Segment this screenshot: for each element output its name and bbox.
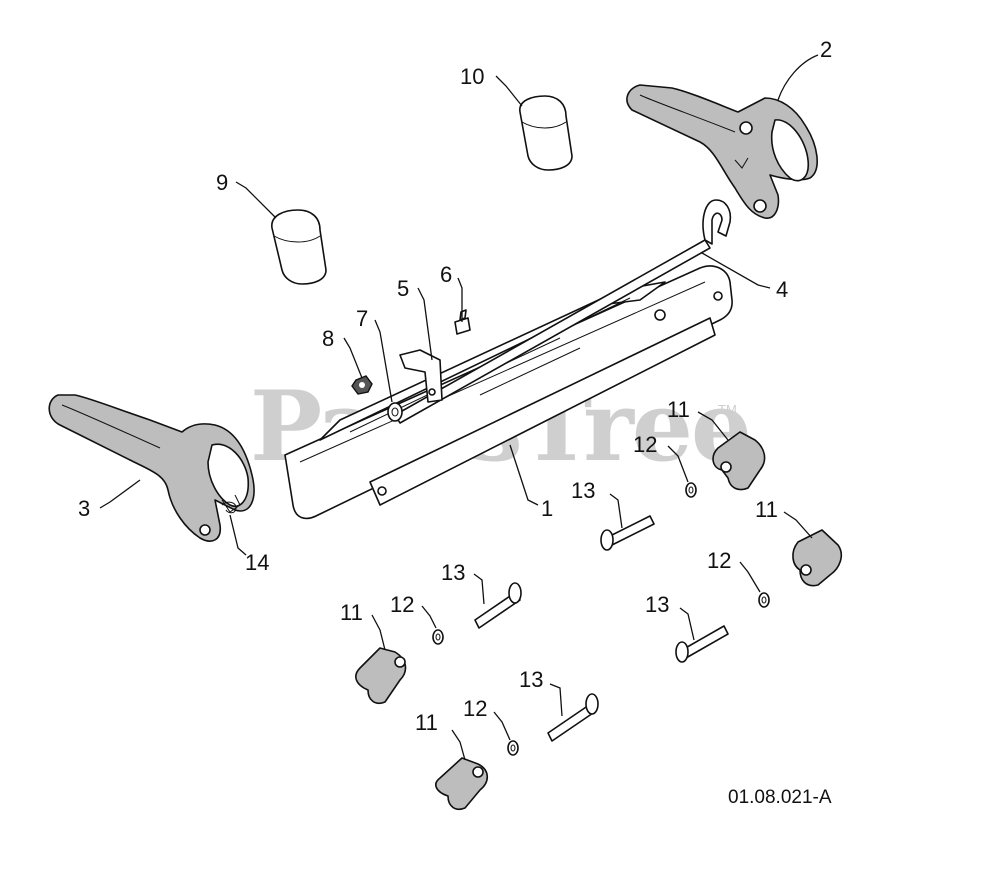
callout-2[interactable]: 2: [820, 37, 832, 62]
part-12-washer-d[interactable]: [507, 740, 519, 756]
callout-6[interactable]: 6: [440, 262, 452, 287]
callout-13-d[interactable]: 13: [519, 667, 543, 692]
part-13-bolt-d[interactable]: [547, 693, 599, 742]
callout-12-b[interactable]: 12: [707, 548, 731, 573]
callout-8[interactable]: 8: [322, 326, 334, 351]
part-6-screw[interactable]: [454, 309, 471, 335]
callout-1[interactable]: 1: [541, 496, 553, 521]
callout-5[interactable]: 5: [397, 276, 409, 301]
callout-9[interactable]: 9: [216, 170, 228, 195]
part-12-washer-b[interactable]: [758, 592, 770, 608]
callout-12-c[interactable]: 12: [390, 592, 414, 617]
part-12-washer-c[interactable]: [432, 629, 444, 645]
diagram-reference-code: 01.08.021-A: [728, 787, 832, 808]
callout-11-d[interactable]: 11: [415, 710, 438, 735]
callout-12-a[interactable]: 12: [633, 432, 657, 457]
callout-3[interactable]: 3: [78, 496, 90, 521]
watermark-tm: TM: [718, 402, 737, 417]
part-11-knob-c[interactable]: [355, 647, 407, 705]
callout-11-b[interactable]: 11: [755, 497, 778, 522]
part-13-bolt-c[interactable]: [675, 625, 729, 663]
callout-11-c[interactable]: 11: [340, 600, 363, 625]
part-5-clip[interactable]: [399, 349, 443, 403]
callout-14[interactable]: 14: [245, 550, 269, 575]
part-10-knob[interactable]: [519, 95, 573, 171]
callout-7[interactable]: 7: [356, 306, 368, 331]
part-12-washer-a[interactable]: [685, 482, 697, 498]
part-14-spring[interactable]: [221, 501, 237, 514]
callout-11-a[interactable]: 11: [667, 397, 690, 422]
part-11-knob-d[interactable]: [435, 757, 489, 811]
part-9-knob[interactable]: [271, 209, 327, 285]
part-1-bracket[interactable]: [284, 265, 733, 520]
callout-13-a[interactable]: 13: [571, 478, 595, 503]
leader-lines: [99, 54, 819, 761]
part-7-bushing[interactable]: [387, 402, 403, 422]
callout-10[interactable]: 10: [460, 64, 484, 89]
callout-labels: 1 2 3 4 5 6 7 8 9 10 11 11 11 11 12 12 1…: [78, 37, 832, 735]
part-8-nut[interactable]: [351, 375, 373, 395]
callout-4[interactable]: 4: [776, 277, 788, 302]
callout-13-c[interactable]: 13: [645, 592, 669, 617]
callout-12-d[interactable]: 12: [463, 696, 487, 721]
part-2-right-handle[interactable]: [626, 84, 818, 219]
part-13-bolt-a[interactable]: [600, 515, 655, 551]
part-13-bolt-b[interactable]: [474, 582, 522, 629]
part-11-knob-b[interactable]: [792, 529, 842, 587]
part-3-left-handle[interactable]: [48, 394, 255, 542]
part-11-knob-a[interactable]: [712, 431, 766, 491]
callout-13-b[interactable]: 13: [441, 560, 465, 585]
